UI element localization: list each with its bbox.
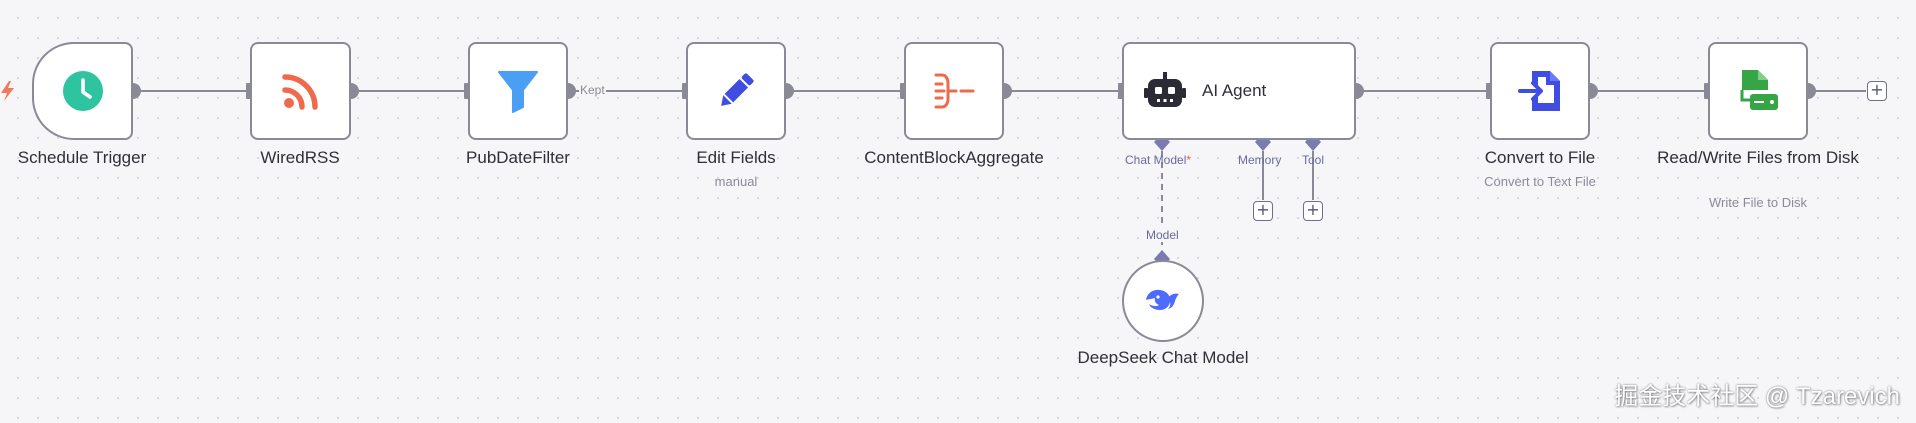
node-label: Read/Write Files from Disk [1657, 148, 1859, 167]
chat-model-label: Chat Model* [1125, 153, 1191, 167]
chat-model-text: Chat Model [1125, 153, 1187, 167]
node-edit-fields[interactable] [686, 42, 786, 140]
node-label: PubDateFilter [466, 148, 570, 167]
watermark: 掘金技术社区 @ Tzarevich [1614, 383, 1900, 410]
node-label: ContentBlockAggregate [864, 148, 1044, 167]
lightning-icon [1, 81, 14, 101]
tool-label: Tool [1302, 153, 1325, 167]
rss-icon [281, 74, 318, 110]
node-label: WiredRSS [260, 148, 340, 167]
robot-icon [1144, 72, 1186, 107]
memory-label: Memory [1238, 153, 1282, 167]
agent-title: AI Agent [1202, 81, 1267, 100]
edge-label-kept: Kept [579, 83, 606, 97]
whale-icon [1146, 289, 1179, 310]
filter-icon [498, 71, 538, 113]
aggregate-icon [934, 73, 975, 109]
node-subtitle: Convert to Text File [1484, 174, 1596, 189]
required-marker: * [1186, 153, 1192, 167]
clock-icon [62, 71, 103, 111]
node-label: DeepSeek Chat Model [1077, 348, 1249, 367]
node-pubdate-filter[interactable] [468, 42, 568, 140]
node-wired-rss[interactable] [250, 42, 351, 140]
node-label: Schedule Trigger [17, 148, 147, 167]
disk-file-icon [1740, 70, 1778, 110]
add-node-button[interactable]: + [1867, 81, 1887, 101]
node-convert-to-file[interactable] [1490, 42, 1590, 140]
add-tool-button[interactable]: + [1303, 201, 1323, 221]
add-memory-button[interactable]: + [1253, 201, 1273, 221]
node-content-block-aggregate[interactable] [904, 42, 1004, 140]
node-schedule-trigger[interactable] [32, 42, 133, 140]
node-subtitle: manual [714, 174, 758, 189]
model-handle-label: Model [1144, 228, 1181, 242]
node-read-write-files[interactable] [1708, 42, 1808, 140]
convert-file-icon [1518, 71, 1560, 111]
node-deepseek-chat-model[interactable] [1122, 260, 1204, 342]
node-ai-agent[interactable]: AI Agent [1122, 42, 1356, 140]
node-label: Edit Fields [696, 148, 776, 167]
pencil-icon [721, 73, 754, 106]
node-subtitle: Write File to Disk [1709, 195, 1807, 210]
node-label: Convert to File [1484, 148, 1596, 167]
